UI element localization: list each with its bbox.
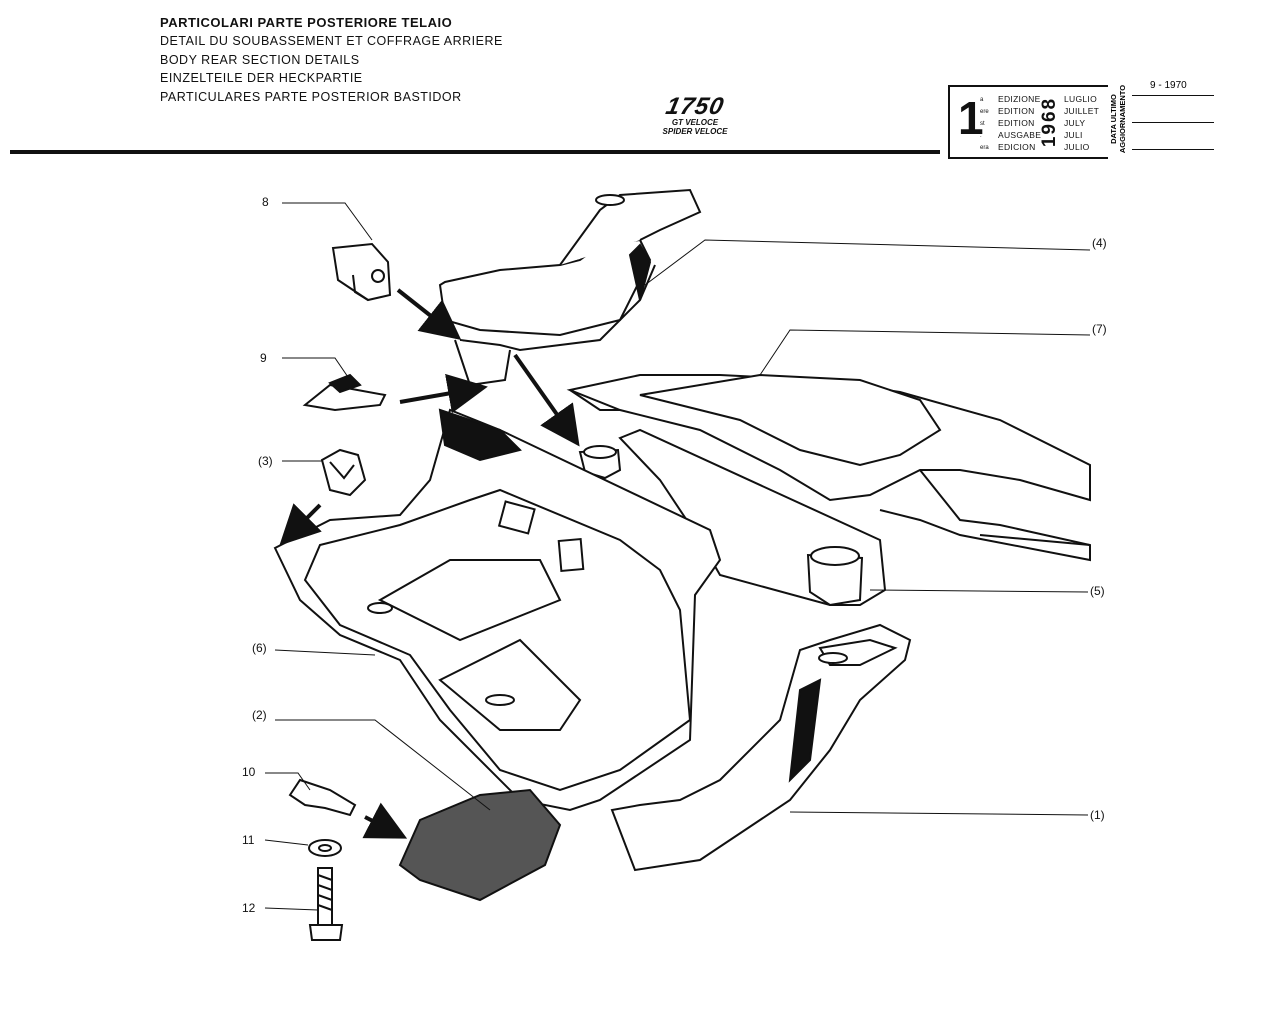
- callout-12: 12: [242, 901, 256, 915]
- title-spanish: PARTICULARES PARTE POSTERIOR BASTIDOR: [160, 89, 462, 104]
- month-de: JULI: [1064, 130, 1083, 140]
- leader-5: [869, 589, 1089, 593]
- title-english: BODY REAR SECTION DETAILS: [160, 52, 360, 67]
- edition-suffixes: a ere st . era: [980, 94, 989, 154]
- leader-2: [275, 719, 491, 811]
- assembly-arrows: [279, 288, 580, 839]
- arrow-4-to-5: [513, 353, 580, 447]
- callout-11: 11: [242, 833, 255, 847]
- month-fr: JUILLET: [1064, 106, 1100, 116]
- callout-5: (5): [1090, 584, 1105, 598]
- header-titles: PARTICOLARI PARTE POSTERIORE TELAIO DETA…: [160, 14, 503, 106]
- part-11-washer: [308, 839, 342, 857]
- leader-lines: [264, 202, 1091, 911]
- leader-11: [264, 839, 309, 846]
- callout-10: 10: [242, 765, 256, 779]
- part-9-clip: [302, 373, 387, 412]
- callout-2: (2): [252, 708, 267, 722]
- title-german: EINZELTEILE DER HECKPARTIE: [160, 71, 363, 86]
- edition-label-en: EDITION: [998, 118, 1035, 128]
- suffix-en: st: [980, 121, 985, 127]
- suffix-fr: ere: [980, 109, 989, 115]
- title-italian: PARTICOLARI PARTE POSTERIORE TELAIO: [160, 15, 453, 30]
- arrow-8-to-4: [396, 288, 462, 340]
- update-line-1: [1132, 95, 1214, 96]
- edition-label-de: AUSGABE: [998, 130, 1042, 140]
- edition-number: 1: [958, 92, 984, 144]
- edition-label-it: EDIZIONE: [998, 94, 1041, 104]
- callout-4: (4): [1092, 236, 1107, 250]
- edition-label-es: EDICION: [998, 142, 1036, 152]
- part-2-pad: [398, 788, 562, 902]
- month-it: LUGLIO: [1064, 94, 1097, 104]
- update-line-3: [1132, 149, 1214, 150]
- leader-12: [264, 907, 319, 911]
- month-en: JULY: [1064, 118, 1086, 128]
- model-variant-gt: GT VELOCE: [671, 118, 719, 127]
- update-line-2: [1132, 122, 1214, 123]
- leader-8: [282, 202, 373, 241]
- leader-9: [282, 357, 351, 381]
- arrow-10-to-2: [362, 802, 408, 839]
- callout-3: (3): [258, 454, 273, 468]
- arrow-9-to-4: [399, 373, 488, 414]
- suffix-de: .: [980, 133, 982, 139]
- model-variant-spider: SPIDER VELOCE: [662, 127, 728, 136]
- suffix-it: a: [980, 97, 984, 103]
- leader-10: [265, 772, 311, 791]
- header-rule: [10, 150, 940, 154]
- arrow-3-to-6: [279, 503, 322, 546]
- leader-1: [789, 811, 1089, 816]
- callout-8: 8: [262, 195, 269, 209]
- leader-4: [644, 239, 1091, 286]
- part-7-cross-member: [566, 373, 1091, 562]
- model-badge: 1750 GT VELOCE SPIDER VELOCE: [650, 93, 740, 136]
- part-4-rear-rail: [438, 188, 702, 387]
- part-6-floor-pan: [273, 408, 722, 812]
- part-10-clip: [288, 778, 357, 817]
- suffix-es: era: [980, 145, 989, 151]
- part-1-side-rail: [610, 623, 912, 872]
- last-update-value: 9 - 1970: [1150, 80, 1187, 91]
- callout-7: (7): [1092, 322, 1107, 336]
- part-8-bracket: [331, 242, 392, 302]
- callout-1: (1): [1090, 808, 1105, 822]
- leader-6: [274, 649, 376, 656]
- edition-months: LUGLIO JUILLET JULY JULI JULIO: [1064, 93, 1099, 153]
- month-es: JULIO: [1064, 142, 1090, 152]
- edition-labels: EDIZIONE EDITION EDITION AUSGABE EDICION: [998, 93, 1041, 153]
- callout-9: 9: [260, 351, 267, 365]
- part-3-clip: [320, 448, 367, 497]
- callout-6: (6): [252, 641, 267, 655]
- part-12-bolt: [308, 867, 344, 941]
- leader-7: [759, 329, 1091, 376]
- title-french: DETAIL DU SOUBASSEMENT ET COFFRAGE ARRIE…: [160, 34, 503, 49]
- edition-label-fr: EDITION: [998, 106, 1035, 116]
- part-5-crossmember: [578, 428, 887, 607]
- edition-box: 1 a ere st . era EDIZIONE EDITION EDITIO…: [948, 85, 1108, 159]
